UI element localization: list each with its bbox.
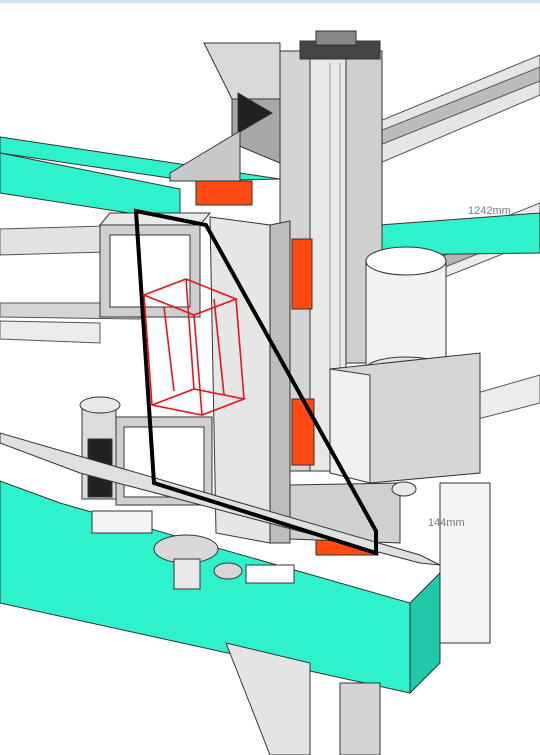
- bracket-outline: [133, 208, 378, 556]
- stepper-motor: [79, 396, 121, 500]
- adjust-knobs: [91, 510, 295, 590]
- cad-3d-viewport[interactable]: [0, 3, 540, 755]
- selection-box[interactable]: [141, 278, 247, 416]
- square-tube-upper: [98, 212, 212, 318]
- teal-frame-bottom: [0, 432, 441, 695]
- top-hopper: [169, 42, 281, 182]
- vertical-plate: [209, 216, 291, 544]
- dimension-label-offset: 144mm: [428, 517, 465, 529]
- bottom-support: [225, 482, 491, 755]
- dimension-label-rail: 1242mm: [468, 205, 511, 217]
- orange-carriage-blocks: [195, 180, 379, 556]
- spindle-block: [329, 352, 481, 484]
